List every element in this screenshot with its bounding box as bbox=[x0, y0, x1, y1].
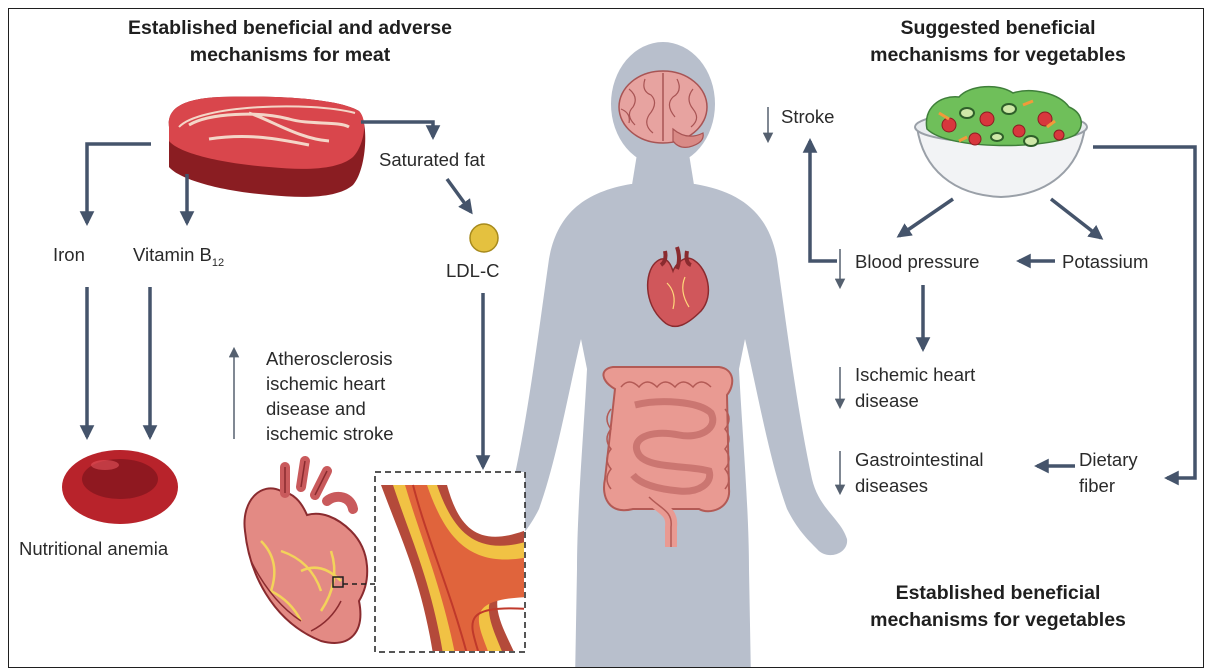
veg-suggested-heading-line2: mechanisms for vegetables bbox=[870, 44, 1126, 66]
figure-frame: Established beneficial and adverse mecha… bbox=[8, 8, 1204, 668]
artery-inset bbox=[375, 472, 529, 654]
steak-icon bbox=[169, 97, 365, 197]
red-blood-cell-icon bbox=[62, 450, 178, 524]
dietary-fiber-label-line2: fiber bbox=[1079, 475, 1115, 496]
atherosclerosis-label-line4: ischemic stroke bbox=[266, 423, 393, 444]
atherosclerosis-label-line3: disease and bbox=[266, 398, 366, 419]
nutritional-anemia-label: Nutritional anemia bbox=[19, 538, 169, 559]
saturated-fat-label: Saturated fat bbox=[379, 149, 485, 170]
ischemic-heart-label-line1: Ischemic heart bbox=[855, 364, 975, 385]
large-heart-icon bbox=[244, 461, 367, 643]
ldl-particle-icon bbox=[470, 224, 498, 252]
blood-pressure-label: Blood pressure bbox=[855, 251, 979, 272]
gastrointestinal-label-line2: diseases bbox=[855, 475, 928, 496]
stroke-label: Stroke bbox=[781, 106, 834, 127]
veg-established-heading-line2: mechanisms for vegetables bbox=[870, 609, 1126, 631]
veg-established-heading-line1: Established beneficial bbox=[896, 582, 1101, 604]
diagram-canvas: Established beneficial and adverse mecha… bbox=[9, 9, 1204, 668]
iron-label: Iron bbox=[53, 244, 85, 265]
salad-bowl-icon bbox=[915, 87, 1087, 197]
ldl-c-label: LDL-C bbox=[446, 260, 499, 281]
veg-suggested-heading-line1: Suggested beneficial bbox=[900, 17, 1095, 39]
atherosclerosis-label-line2: ischemic heart bbox=[266, 373, 385, 394]
dietary-fiber-label-line1: Dietary bbox=[1079, 449, 1138, 470]
ischemic-heart-label-line2: disease bbox=[855, 390, 919, 411]
potassium-label: Potassium bbox=[1062, 251, 1148, 272]
vitamin-b12-label: Vitamin B12 bbox=[133, 244, 224, 269]
meat-heading-line2: mechanisms for meat bbox=[190, 44, 391, 66]
gastrointestinal-label-line1: Gastrointestinal bbox=[855, 449, 984, 470]
atherosclerosis-label-line1: Atherosclerosis bbox=[266, 348, 392, 369]
meat-heading-line1: Established beneficial and adverse bbox=[128, 17, 452, 39]
